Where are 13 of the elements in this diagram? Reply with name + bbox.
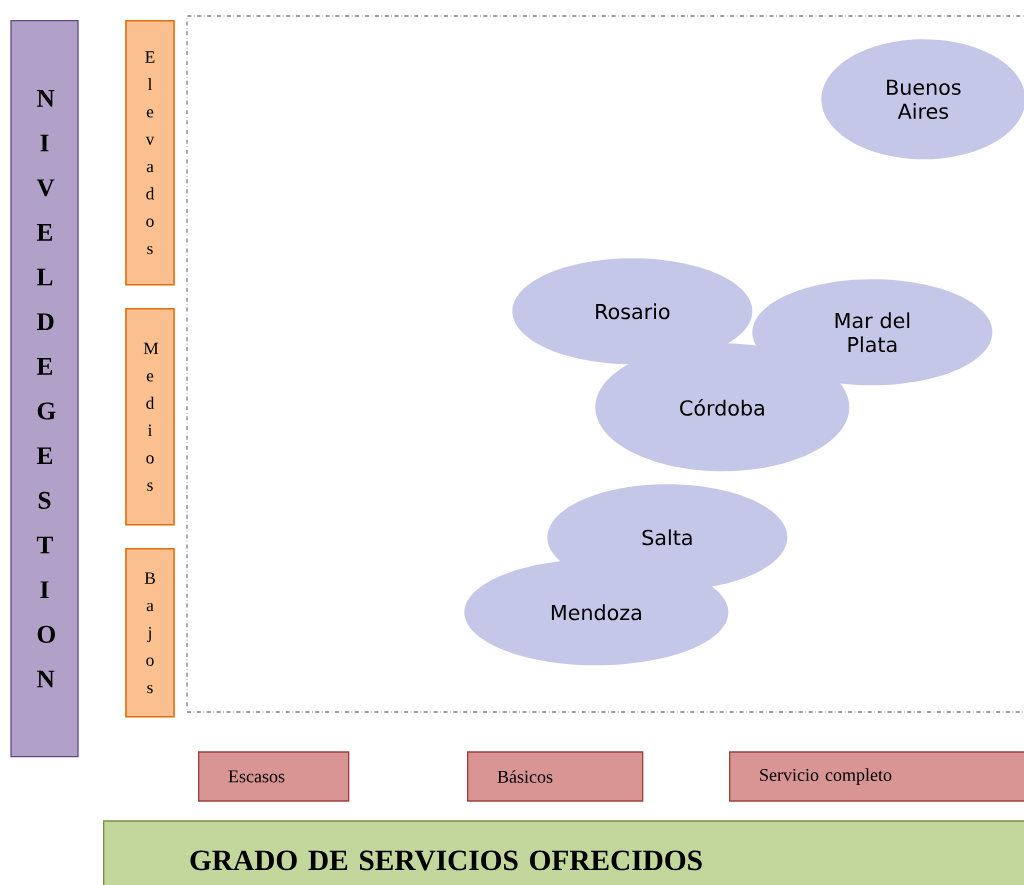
category-box: Básicos: [467, 751, 644, 802]
level-box: Bajos: [125, 548, 175, 718]
node-label: Salta: [642, 529, 692, 546]
node-label: Mendoza: [551, 604, 641, 621]
level-box: Medios: [125, 308, 175, 526]
axis-title-bar: GRADO DE SERVICIOS OFRECIDOS: [103, 820, 1024, 885]
level-box: Elevados: [125, 20, 175, 286]
dashed-frame: [186, 15, 1024, 713]
category-box: Escasos: [198, 751, 350, 802]
vertical-title-box: NIVEL DE GESTION: [10, 20, 79, 758]
node-label: Rosario: [596, 303, 670, 320]
node-label: Córdoba: [680, 398, 764, 416]
category-box: Servicio completo: [729, 751, 1024, 802]
